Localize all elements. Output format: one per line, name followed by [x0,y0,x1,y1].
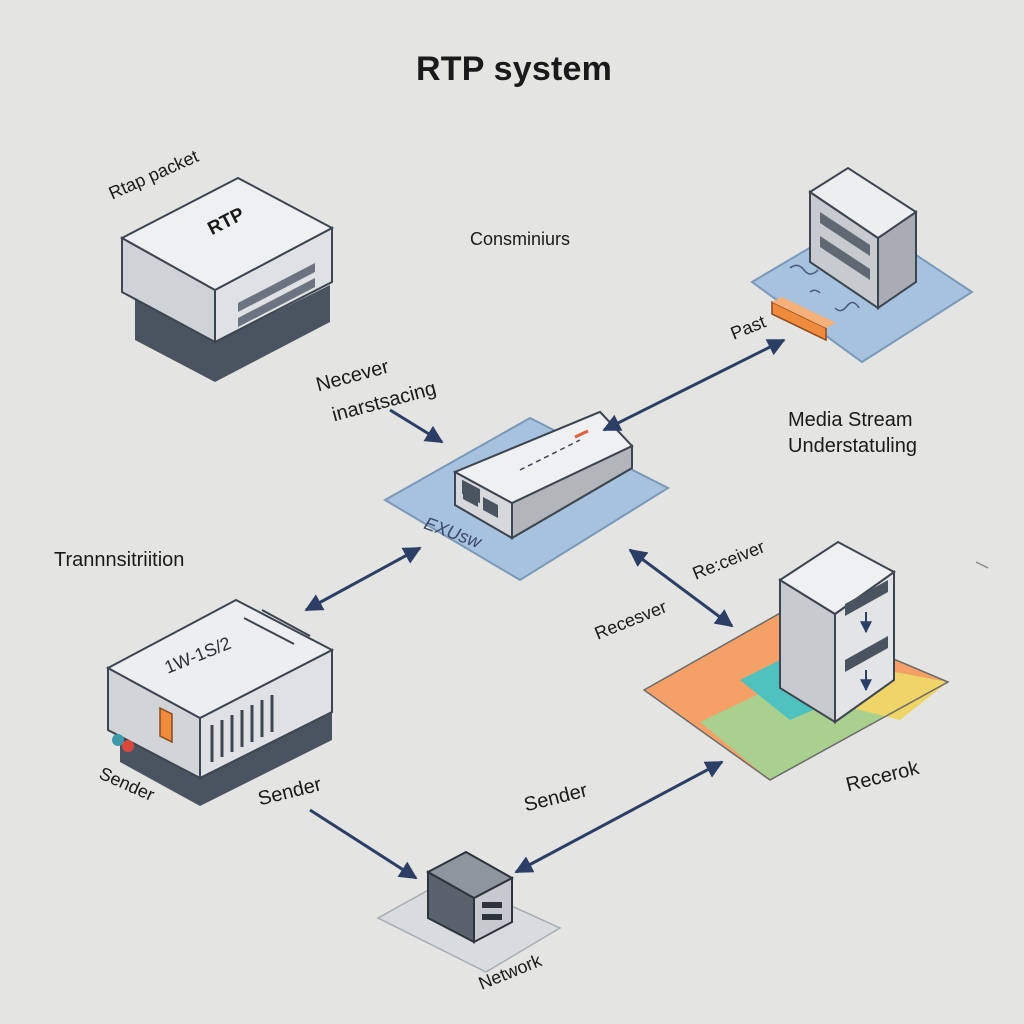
transmission-label: Trannnsitriition [54,549,185,571]
arrow-sender-to-switch [304,546,422,612]
arrow-switch-to-past [602,338,786,432]
understatuling-label: Understatuling [788,435,917,457]
arrow-necever-to-switch [389,408,444,444]
receiver-tower-bottom [642,540,950,781]
central-switch-device [383,410,671,582]
diagram-title: RTP system [416,50,613,88]
stray-mark [975,561,989,569]
media-stream-label: Media Stream [788,409,913,431]
receiver-tower-top [750,166,974,364]
rtp-packet-device [119,176,335,382]
consminiurs-label: Consminiurs [470,229,571,249]
arrow-sender-to-network [309,808,418,880]
arrow-network-to-receiver [514,760,724,874]
network-device [376,850,562,973]
arrow-switch-to-receiver [628,548,734,628]
flow-arrows [304,338,786,880]
sender-device [105,598,335,806]
